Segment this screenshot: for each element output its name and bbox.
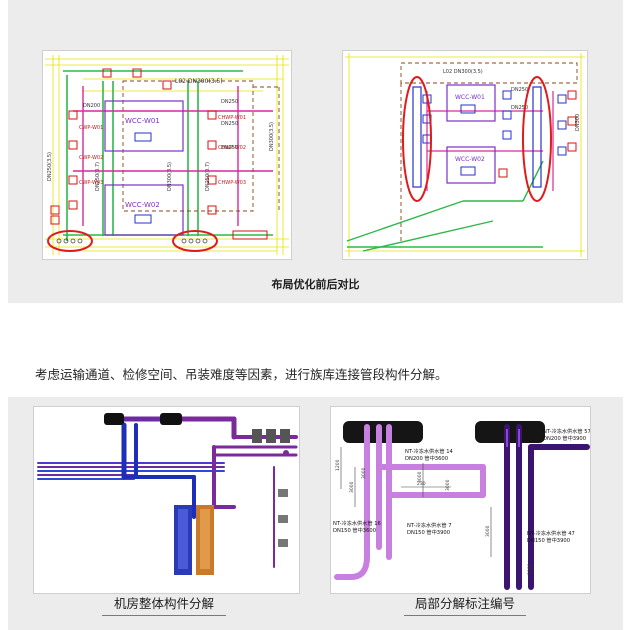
dimension-label: 1200 bbox=[335, 459, 341, 471]
dn-label: DN300(3.5) bbox=[269, 122, 275, 151]
annotation-line: NT-冷冻水供水管 7 bbox=[407, 521, 452, 529]
annotation-line: NT-冷冻水供水管 16 bbox=[333, 519, 381, 527]
layout-after-drawing: WCC-W01 WCC-W02 L02 DN300(3.5) DN250 DN2… bbox=[342, 50, 588, 260]
machine-room-caption: 机房整体构件分解 bbox=[102, 593, 226, 616]
pump-label: CHWP-W02 bbox=[218, 145, 246, 151]
dn-label: DN250(3.5) bbox=[47, 152, 53, 181]
partial-decomposition-caption: 局部分解标注编号 bbox=[404, 593, 526, 616]
dn-label: DN250(0.7) bbox=[95, 162, 101, 191]
equipment-label: WCC-W01 bbox=[455, 94, 485, 101]
annotation-line: DN150 管中3600 bbox=[333, 526, 376, 534]
pump-label: CWP-W03 bbox=[79, 180, 103, 186]
dimension-label: 3000 bbox=[445, 479, 451, 491]
pump-label: CWP-W01 bbox=[79, 125, 103, 131]
description-text: 考虑运输通道、检修空间、吊装难度等因素，进行族库连接管段构件分解。 bbox=[35, 367, 448, 382]
dimension-label: 3000 bbox=[349, 481, 355, 493]
annotation-line: DN200 管中3900 bbox=[543, 434, 586, 442]
dn-label: DN300(3.5) bbox=[167, 162, 173, 191]
comparison-caption: 布局优化前后对比 bbox=[271, 278, 360, 291]
equipment-label: WCC-W02 bbox=[125, 201, 160, 209]
annotation-line: DN150 管中3900 bbox=[527, 536, 570, 544]
dimension-label: 3000 bbox=[527, 563, 533, 575]
dimension-label: 3000 bbox=[485, 525, 491, 537]
pump-label: CHWP-W01 bbox=[218, 115, 246, 121]
dn-label: DN250 bbox=[511, 87, 528, 93]
dn-label: DN250(0.7) bbox=[205, 162, 211, 191]
partial-decomposition-image: 1200 3000 3000 3000 230 3000 3000 3000 N… bbox=[330, 406, 591, 594]
equipment-label: WCC-W01 bbox=[125, 117, 160, 125]
dn-label: DN300 bbox=[575, 114, 581, 131]
annotation-line: NT-冷冻水供水管 14 bbox=[405, 447, 454, 455]
dn-label: DN250 bbox=[221, 145, 238, 151]
dn-label: DN250 bbox=[221, 121, 238, 127]
dn-label: DN250 bbox=[511, 105, 528, 111]
pump-label: CHWP-W03 bbox=[218, 180, 246, 186]
dn-label: DN250 bbox=[221, 99, 238, 105]
dimension-label: 3000 bbox=[417, 471, 423, 483]
dn-label: L02 DN300(3.5) bbox=[443, 69, 483, 75]
annotation-line: NT-冷冻水供水管 47 bbox=[527, 529, 575, 537]
layout-before-drawing: WCC-W01 WCC-W02 CWP-W01 CWP-W02 CWP-W03 … bbox=[42, 50, 292, 260]
pipe-label: L02 DN300(3.5) bbox=[175, 78, 223, 85]
pump-label: CWP-W02 bbox=[79, 155, 103, 161]
dn-label: DN200 bbox=[83, 103, 100, 109]
equipment-label: WCC-W02 bbox=[455, 156, 485, 163]
dimension-label: 3000 bbox=[361, 467, 367, 479]
annotation-line: DN200 管中3600 bbox=[405, 454, 448, 462]
annotation-line: NT-冷冻水供水管 57 bbox=[543, 427, 590, 435]
machine-room-decomposition-image bbox=[33, 406, 300, 594]
dimension-label: 230 bbox=[417, 481, 426, 487]
annotation-line: DN150 管中3900 bbox=[407, 528, 450, 536]
